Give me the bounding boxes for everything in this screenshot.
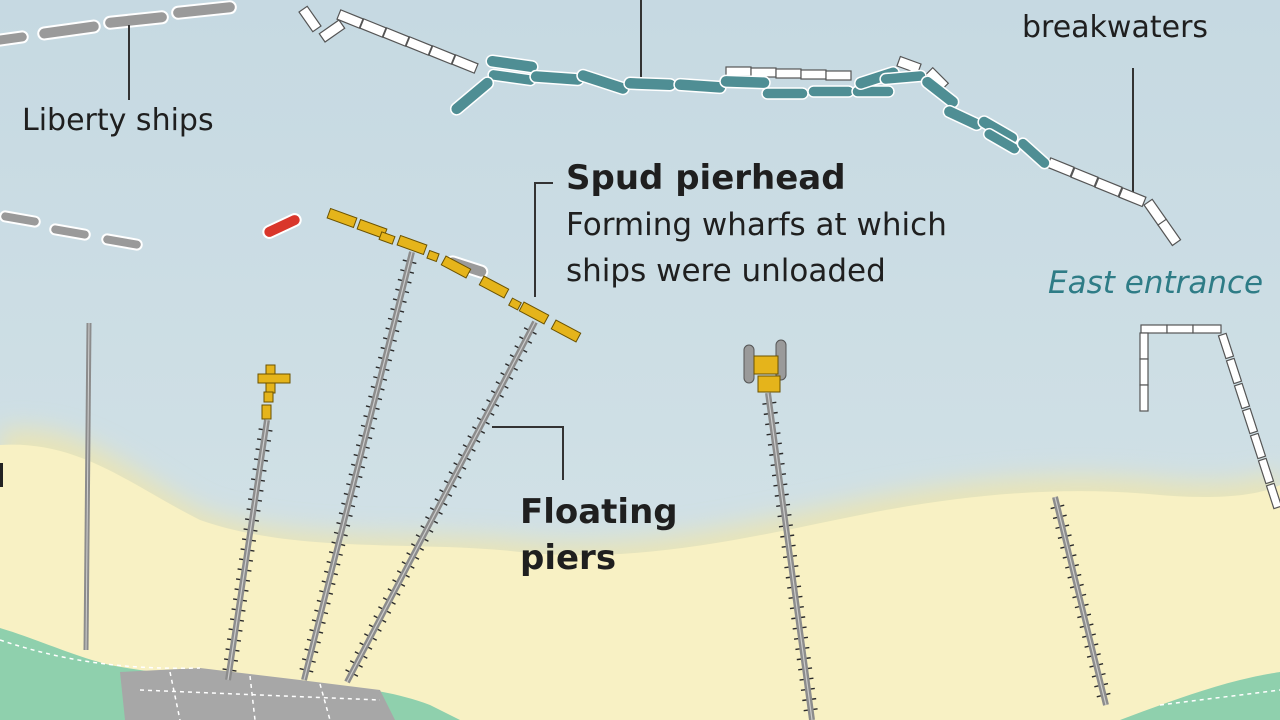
pierhead-east	[743, 339, 787, 393]
roads	[0, 639, 1280, 720]
damaged-ship	[262, 213, 302, 239]
town	[120, 668, 395, 720]
breakwater-east	[1046, 157, 1182, 247]
floating-pier-4	[762, 392, 818, 720]
floating-pier-3	[344, 320, 538, 684]
breakwater-east-entrance	[1139, 324, 1280, 510]
label-floating-piers-line-1: Floating	[520, 492, 678, 532]
blockships	[449, 54, 1051, 170]
label-east-entrance: East entrance	[1048, 265, 1264, 301]
breakwater-west	[298, 5, 479, 74]
floating-pier-2	[299, 251, 417, 681]
label-breakwaters: breakwaters	[1022, 10, 1209, 45]
label-spud-pierhead-desc-2: ships were unloaded	[566, 253, 886, 289]
beach	[0, 444, 1280, 720]
land-east	[1120, 672, 1280, 720]
label-spud-pierhead-desc-1: Forming wharfs at which	[566, 207, 947, 243]
pier-far-west-edge	[85, 322, 90, 651]
floating-piers	[222, 251, 1111, 720]
label-liberty-ships: Liberty ships	[22, 103, 214, 138]
leader-lines	[128, 0, 1134, 480]
floating-pier-1	[222, 419, 273, 681]
floating-pier-5	[1050, 496, 1111, 706]
pierhead-cross	[257, 364, 291, 420]
label-spud-pierhead-title: Spud pierhead	[566, 158, 846, 198]
edge-mark	[0, 463, 3, 487]
spud-pierhead-segments	[326, 207, 582, 343]
liberty-ships-top	[0, 0, 237, 49]
label-floating-piers-line-2: piers	[520, 538, 617, 578]
